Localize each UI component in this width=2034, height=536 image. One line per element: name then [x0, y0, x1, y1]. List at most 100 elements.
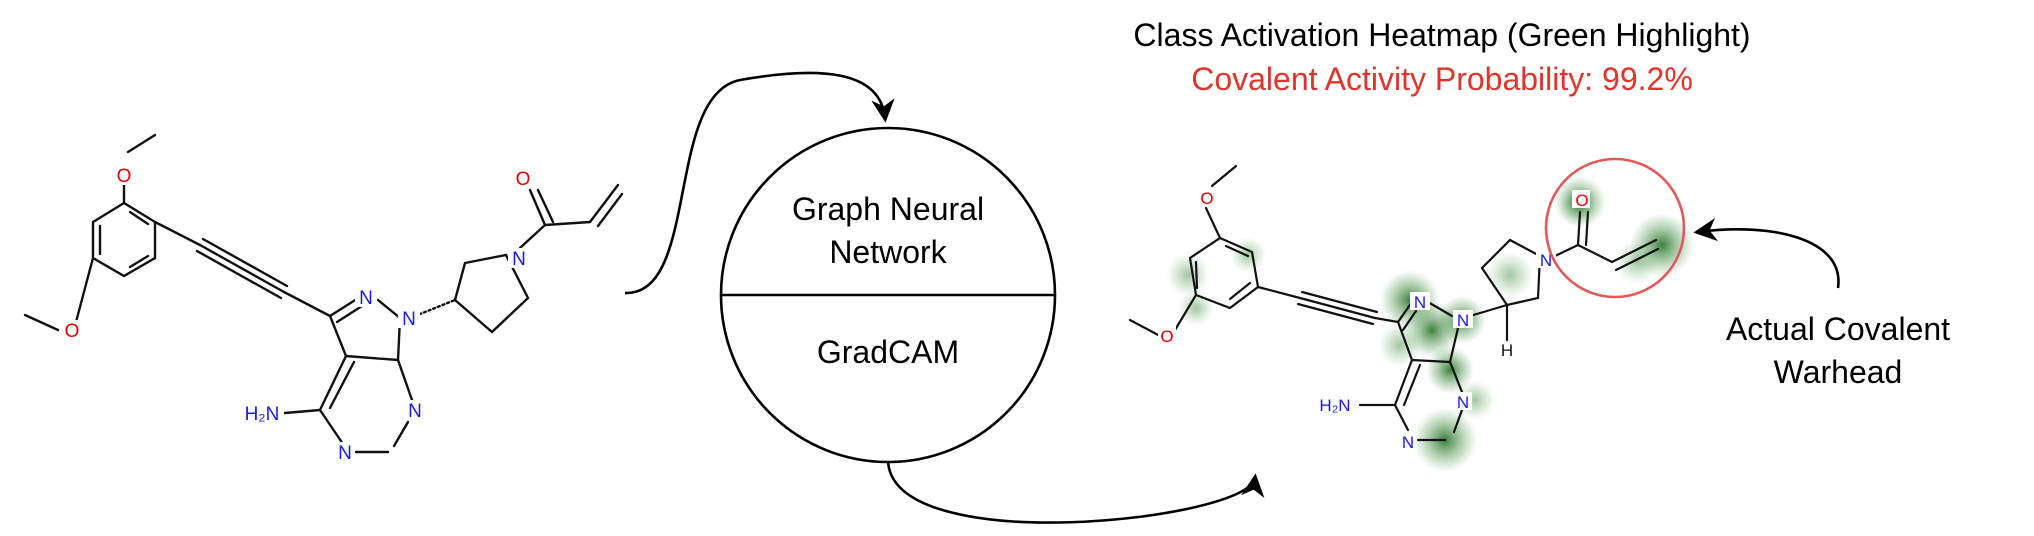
triple-bond [1298, 296, 1377, 320]
bond [543, 220, 592, 227]
bond [1204, 206, 1222, 240]
input-to-model-arrow [624, 71, 895, 295]
bond [1128, 318, 1162, 338]
bond [128, 210, 150, 226]
phenyl-ring [1188, 236, 1260, 310]
bond [344, 354, 400, 362]
nitrogen-label: N [1414, 293, 1426, 312]
model-label-line2: Network [829, 234, 947, 270]
triple-bond [1300, 290, 1379, 314]
warhead-label-line1: Actual Covalent [1726, 311, 1950, 347]
triple-bond [198, 243, 286, 294]
bond [1401, 309, 1418, 332]
nitrogen-label: N [408, 401, 422, 422]
bond [588, 183, 620, 224]
bond [1452, 408, 1464, 434]
bond [1576, 210, 1582, 247]
bond [126, 133, 157, 154]
oxygen-label: O [516, 169, 531, 190]
bond [1468, 303, 1509, 318]
nitrogen-label: N [359, 288, 373, 309]
bond [1584, 210, 1590, 247]
bond [23, 313, 60, 332]
nitrogen-label: N [1540, 251, 1552, 270]
oxygen-label: O [1200, 189, 1213, 208]
bond [1610, 238, 1658, 264]
pyrrolidine-ring [1480, 238, 1542, 307]
heat-spot [1615, 240, 1659, 284]
bond [1426, 300, 1454, 318]
bond [283, 408, 322, 415]
warhead-pointer-arrow [1693, 217, 1840, 289]
triple-bond [1296, 302, 1375, 326]
warhead-highlight-circle [1544, 157, 1686, 299]
nitrogen-label: N [402, 309, 416, 330]
bond [1553, 243, 1580, 258]
bond [518, 223, 547, 250]
bond [596, 192, 624, 228]
warhead-label-line2: Warhead [1774, 354, 1903, 390]
bond [1194, 260, 1199, 290]
nitrogen-label: N [338, 443, 352, 464]
bond [1373, 316, 1400, 324]
bond [1393, 403, 1410, 432]
output-atom-labels: O O O N N N N N H₂N H [1160, 189, 1588, 452]
bond [1614, 247, 1660, 272]
pyrrolidine-ring [453, 253, 530, 334]
bond [128, 254, 150, 269]
bond [528, 188, 547, 227]
bond [282, 290, 332, 318]
bond [1448, 326, 1460, 364]
oxygen-label: O [1160, 327, 1173, 346]
oxygen-label: O [117, 166, 132, 187]
nitrogen-label: N [1402, 433, 1414, 452]
bond [1396, 320, 1414, 362]
bond [1393, 358, 1414, 407]
probability-text: Covalent Activity Probability: 99.2% [1191, 61, 1693, 97]
bond [1210, 164, 1238, 188]
bond [74, 256, 95, 324]
triple-bond [201, 237, 289, 288]
bond [318, 408, 345, 446]
heat-spot [1166, 253, 1210, 297]
bond [328, 360, 356, 410]
bond [376, 298, 402, 320]
triple-bond [195, 249, 283, 300]
bond [1448, 360, 1464, 394]
heatmap-highlights [1166, 176, 1694, 472]
bond [1256, 285, 1302, 300]
nitrogen-label: N [512, 249, 526, 270]
amine-label: H₂N [1319, 396, 1350, 415]
bond [153, 220, 202, 247]
output-molecule [1128, 164, 1660, 442]
gradcam-label: GradCAM [817, 334, 959, 370]
heat-spot [1426, 346, 1474, 394]
bond [328, 314, 348, 358]
bond [1576, 243, 1614, 264]
amine-label: H₂N [245, 404, 280, 425]
bond [1402, 363, 1422, 407]
nitrogen-label: N [1457, 311, 1469, 330]
bond [1410, 358, 1452, 364]
bond [396, 358, 414, 402]
stereo-hydrogen-label: H [1501, 341, 1513, 360]
bond [1224, 244, 1250, 258]
nitrogen-label: N [1457, 393, 1469, 412]
model-label-line1: Graph Neural [792, 191, 984, 227]
bond [1228, 281, 1252, 301]
oxygen-label: O [1575, 191, 1588, 210]
bond [335, 304, 364, 324]
model-circle: Graph Neural Network GradCAM [719, 126, 1057, 464]
bond [536, 188, 555, 224]
heat-spot [1486, 251, 1534, 299]
phenyl-ring [91, 201, 157, 278]
bond [318, 354, 348, 412]
heatmap-title: Class Activation Heatmap (Green Highligh… [1133, 17, 1750, 53]
input-atom-labels: O O O N N N N N H₂N [65, 166, 531, 464]
model-to-output-arrow [886, 459, 1265, 524]
bond [392, 420, 410, 448]
oxygen-label: O [65, 321, 80, 342]
bond [1173, 293, 1198, 332]
bond [1396, 300, 1414, 324]
